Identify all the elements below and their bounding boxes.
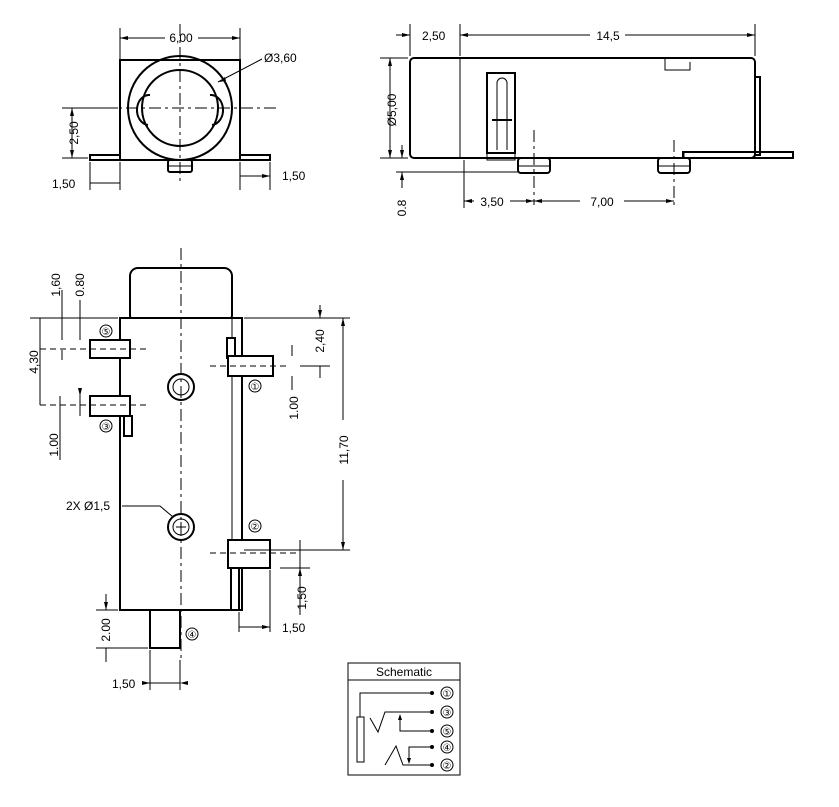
dim-top-0-80: 0.80 <box>73 273 87 297</box>
dim-side-peg-pitch: 7,00 <box>590 195 614 209</box>
schematic-pin-1: ① <box>443 689 452 700</box>
schematic-spring-3 <box>369 711 432 734</box>
top-pin-label-1: ① <box>251 382 260 393</box>
top-pin-3 <box>89 395 131 417</box>
side-latch <box>486 72 516 154</box>
dim-side-nose: 2,50 <box>422 29 446 43</box>
dim-top-1-50-right: 1,50 <box>295 586 309 610</box>
dim-top-1-00-right: 1.00 <box>287 396 301 420</box>
side-body <box>409 57 756 159</box>
top-pin-label-3: ③ <box>102 422 111 433</box>
dim-top-4-30: 4,30 <box>27 350 41 374</box>
dim-side-peg-offset: 3,50 <box>480 195 504 209</box>
top-hole-1 <box>167 373 195 401</box>
dim-front-right-tab: 1,50 <box>282 169 306 183</box>
schematic-pin-3: ③ <box>443 708 452 719</box>
dim-top-11-70: 11,70 <box>337 435 351 464</box>
dim-top-1-00-left: 1.00 <box>47 433 61 457</box>
schematic-pin-2: ② <box>443 761 452 772</box>
dim-front-width: 6,00 <box>169 31 193 45</box>
dim-front-height: 2,50 <box>67 121 81 145</box>
top-pin-2 <box>227 539 271 569</box>
schematic-spring-2 <box>384 744 432 766</box>
schematic-box: Schematic ① ③ ⑤ ④ ② <box>347 662 461 776</box>
dim-side-body: 14,5 <box>596 29 620 43</box>
top-view: ⑤ ③ ① ② ④ 1,60 0.80 4,30 1.00 11,70 2,40 <box>27 248 351 691</box>
holes-note: 2X Ø1,5 <box>66 499 110 513</box>
dim-top-1-60: 1,60 <box>49 273 63 297</box>
top-bottom-stub <box>149 609 181 649</box>
dim-top-2-00: 2.00 <box>99 618 113 642</box>
dim-side-dia: Ø5,00 <box>385 93 399 126</box>
front-contact-right <box>209 93 225 126</box>
top-pin-label-5: ⑤ <box>102 327 111 338</box>
side-view: 2,50 14,5 Ø5,00 0.8 3,50 7,00 <box>380 24 794 216</box>
top-pin-label-4: ④ <box>188 630 197 641</box>
dim-front-left-tab: 1,50 <box>52 177 76 191</box>
schematic-sleeve <box>356 716 365 763</box>
dim-top-1-50-tab: 1,50 <box>282 621 306 635</box>
top-pin-label-2: ② <box>251 522 260 533</box>
side-mount-tab <box>682 151 794 159</box>
schematic-pin-4: ④ <box>443 743 452 754</box>
dim-top-1-50-bottom: 1,50 <box>112 677 136 691</box>
schematic-frame <box>347 662 461 776</box>
front-contact-left <box>135 93 151 126</box>
dim-side-standoff: 0.8 <box>395 199 409 216</box>
top-hole-2 <box>167 513 195 541</box>
side-top-notch <box>664 58 691 71</box>
schematic-pin-5: ⑤ <box>443 727 452 738</box>
schematic-title: Schematic <box>376 665 432 679</box>
dim-top-2-40: 2,40 <box>313 329 327 353</box>
dim-hole-dia: Ø3,60 <box>264 51 297 65</box>
front-view: 6,00 Ø3,60 2,50 1,50 1,50 <box>52 24 306 191</box>
